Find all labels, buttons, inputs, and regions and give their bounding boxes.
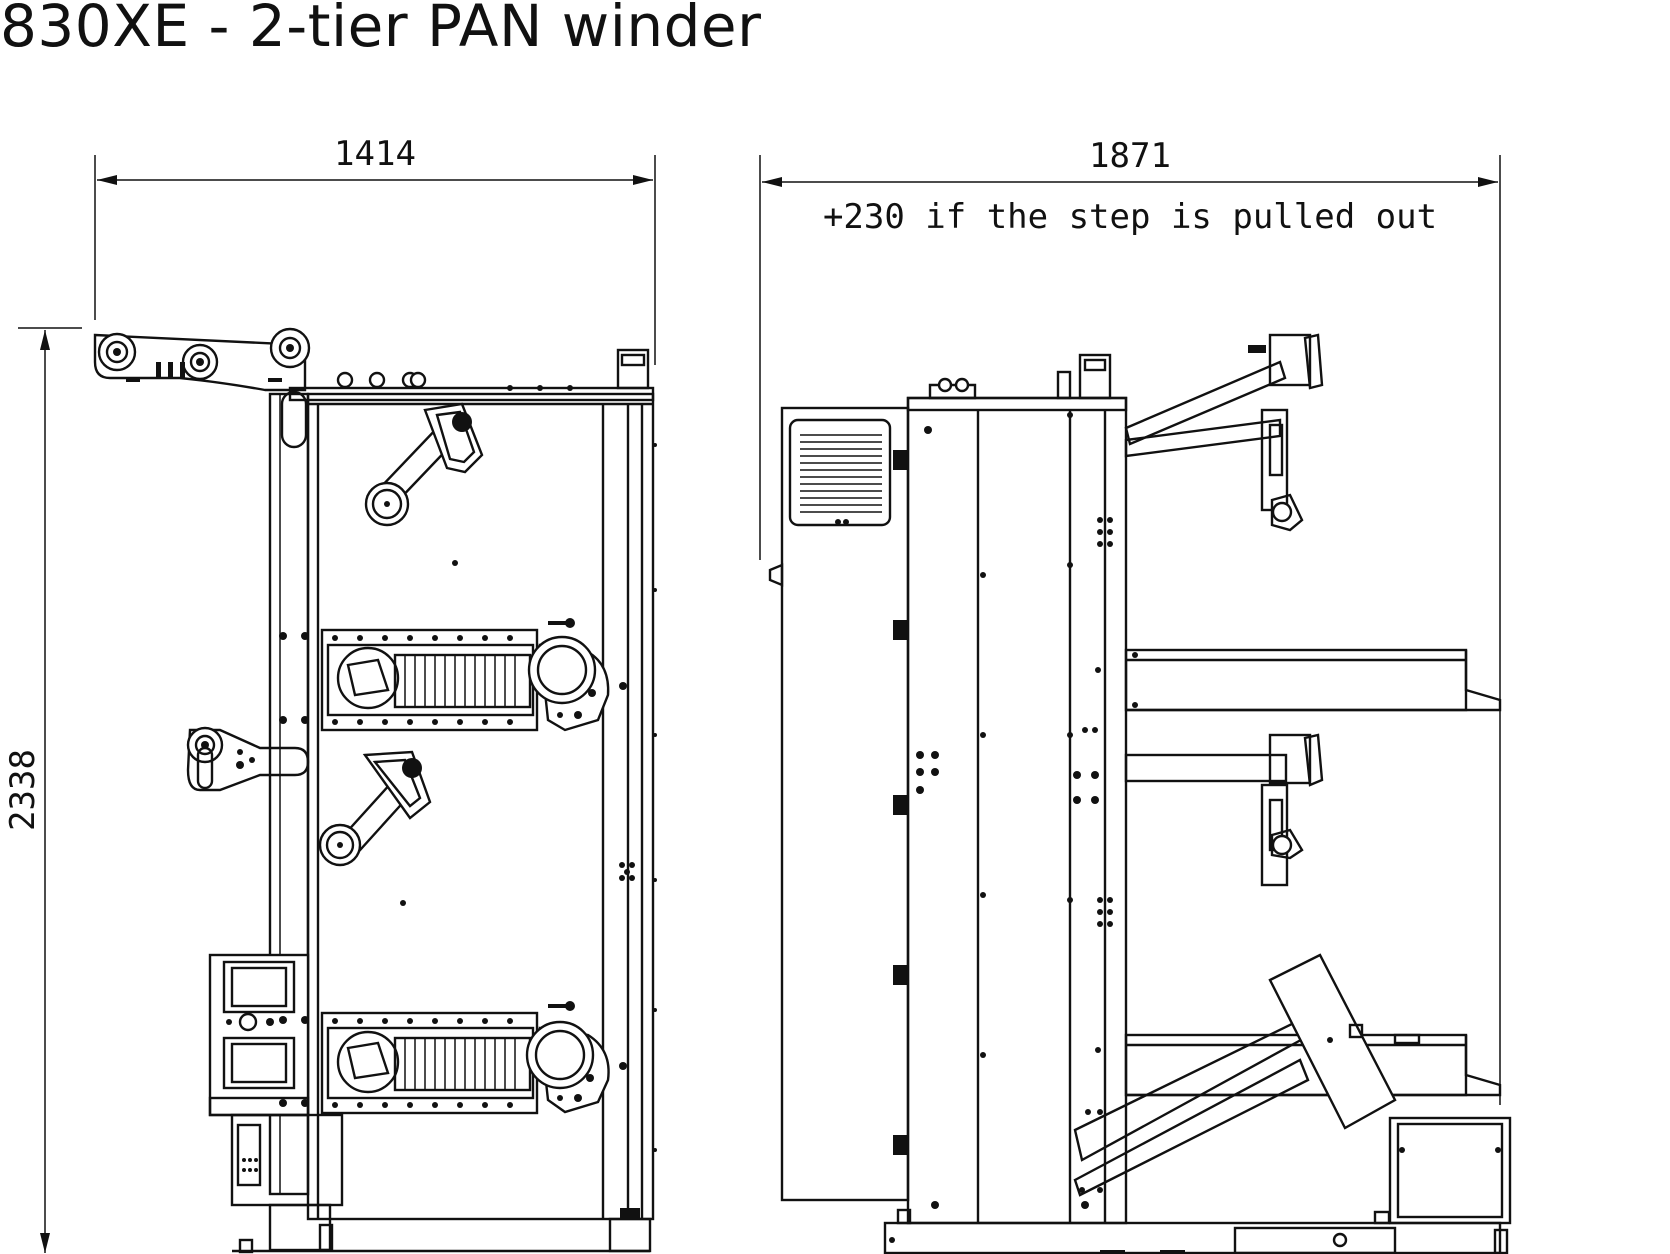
side-column-bolts-icon [916,412,1113,1209]
page-title: 830XE - 2-tier PAN winder [0,0,762,60]
middle-guide-arm [186,726,310,792]
front-view [93,327,657,1254]
winding-unit-lower [320,1001,610,1115]
winding-unit-upper [320,618,610,732]
dimension-front-width: 1414 [94,134,656,365]
middle-tensioner [318,750,432,867]
top-bolts-icon [336,371,573,391]
side-top-arm [1124,333,1324,532]
side-middle-arm [1124,733,1324,887]
control-panel [208,953,310,1117]
front-width-label: 1414 [334,134,416,174]
dimension-front-height: 2338 [3,327,82,1253]
dimension-side-width: 1871 +230 if the step is pulled out [759,136,1501,1105]
upper-tensioner [364,402,484,527]
side-lower-tray [1073,953,1502,1197]
side-width-label: 1871 [1089,136,1171,176]
top-guide-arm [93,327,311,392]
side-view [768,333,1512,1254]
side-middle-tray [1124,648,1502,712]
front-frame-bolts-icon [279,443,657,1152]
front-height-label: 2338 [3,749,43,831]
side-width-note: +230 if the step is pulled out [823,197,1437,237]
